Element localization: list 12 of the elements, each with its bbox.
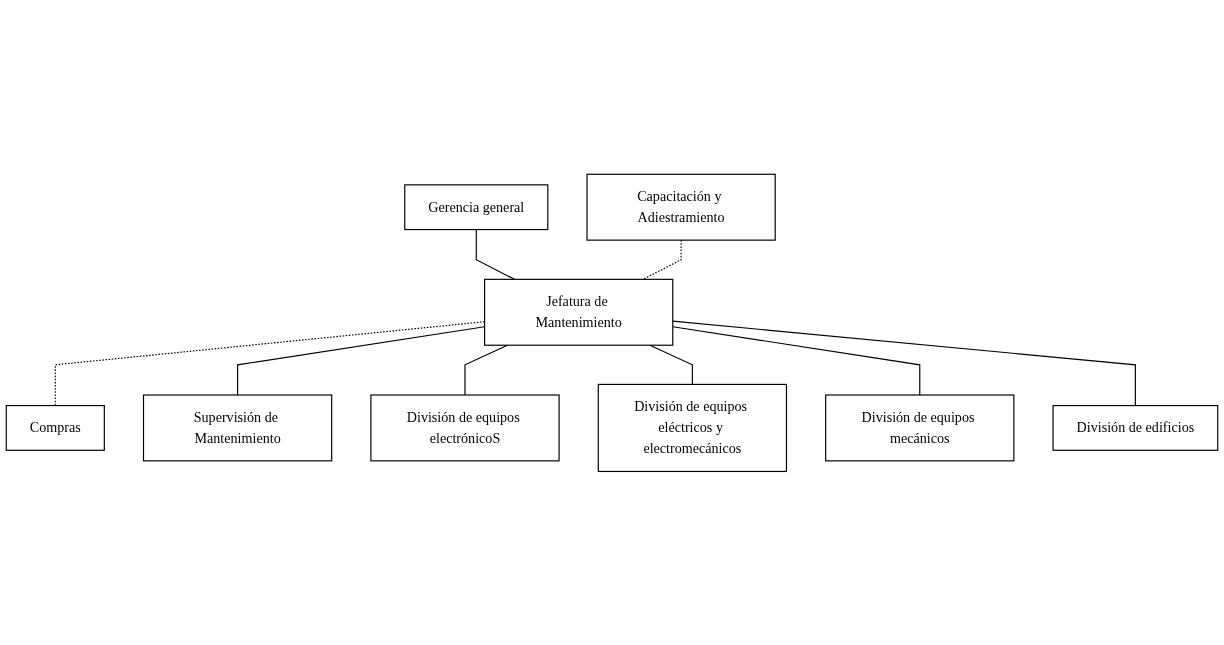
node-box: División de edificios: [1052, 404, 1219, 451]
node-box: Compras: [5, 404, 105, 451]
node-box: División de equipos mecánicos: [825, 394, 1015, 462]
node-box: Jefatura de Mantenimiento: [484, 278, 674, 346]
node-box: Gerencia general: [404, 183, 549, 230]
connector: [672, 325, 921, 396]
node-box: Supervisión de Mantenimiento: [142, 394, 333, 462]
node-box: Capacitación y Adiestramiento: [586, 173, 776, 241]
connector: [672, 320, 1136, 406]
node-box: División de equipos electrónicoS: [370, 394, 560, 462]
connector: [649, 344, 693, 385]
node-box: División de equipos eléctricos y electromecánicos: [597, 383, 788, 472]
